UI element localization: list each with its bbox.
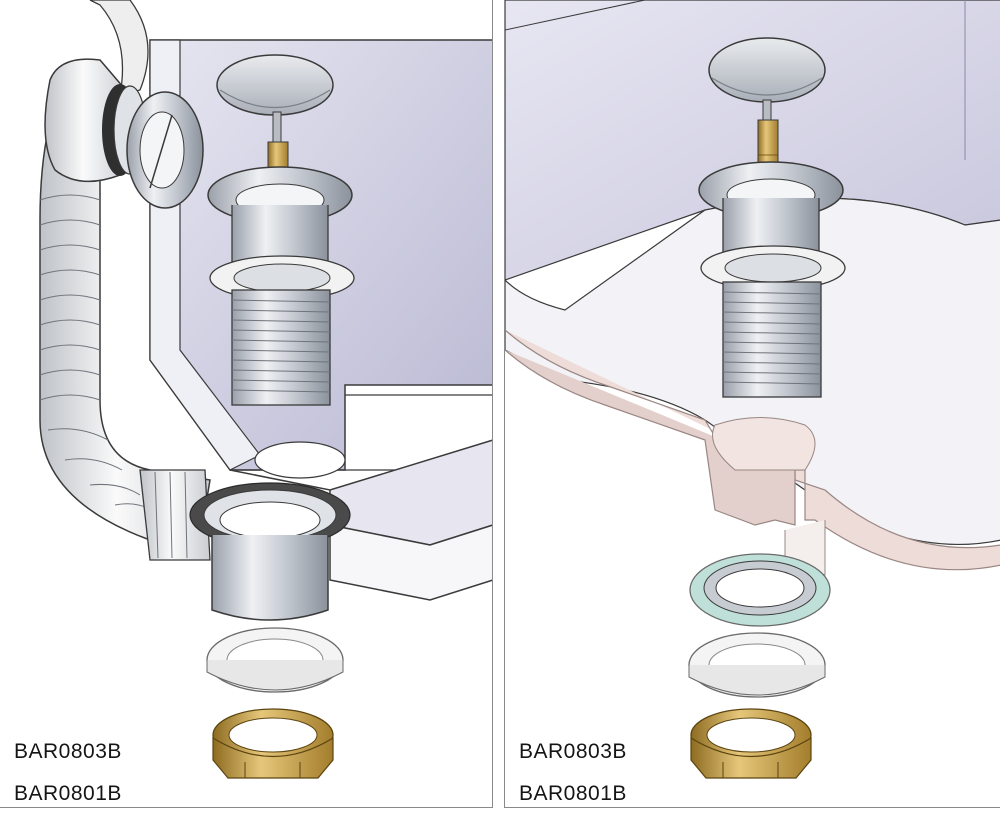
waste-flange (698, 161, 846, 398)
model-code-primary: BAR0803B (14, 740, 122, 763)
rubber-seal (689, 553, 831, 627)
left-panel-diagram: BAR0803B BAR0801B (0, 0, 493, 808)
left-illustration (39, 0, 492, 779)
brass-backnut (212, 708, 334, 779)
model-code-secondary: BAR0801B (14, 782, 122, 805)
fibre-washer (688, 632, 826, 698)
right-illustration (505, 0, 1000, 779)
model-code-secondary: BAR0801B (519, 782, 627, 805)
waste-flange (207, 166, 355, 406)
waste-body (189, 482, 351, 621)
overflow-hose (39, 0, 211, 561)
right-panel-diagram: BAR0803B BAR0801B (504, 0, 1000, 808)
fibre-washer (206, 627, 344, 693)
model-code-primary: BAR0803B (519, 740, 627, 763)
brass-backnut (690, 708, 812, 779)
